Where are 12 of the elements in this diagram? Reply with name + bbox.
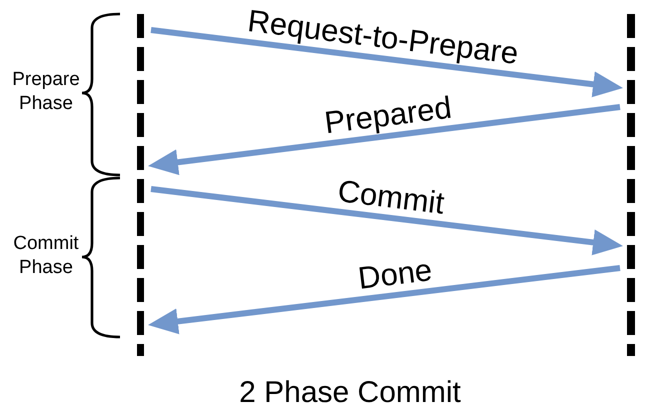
arrow [148, 265, 620, 334]
dashed-lifeline [137, 14, 144, 356]
arrow [148, 104, 620, 176]
dashed-lifeline [627, 14, 635, 356]
edge-label: Commit [336, 174, 446, 219]
edge-label: Prepared [323, 92, 454, 138]
caption: 2 Phase Commit [239, 376, 461, 409]
phase-label: Prepare Phase [12, 68, 80, 116]
phase-label: Commit Phase [13, 232, 79, 280]
edge-label: Done [356, 254, 434, 294]
arrow [150, 186, 624, 256]
arrow [150, 27, 624, 98]
